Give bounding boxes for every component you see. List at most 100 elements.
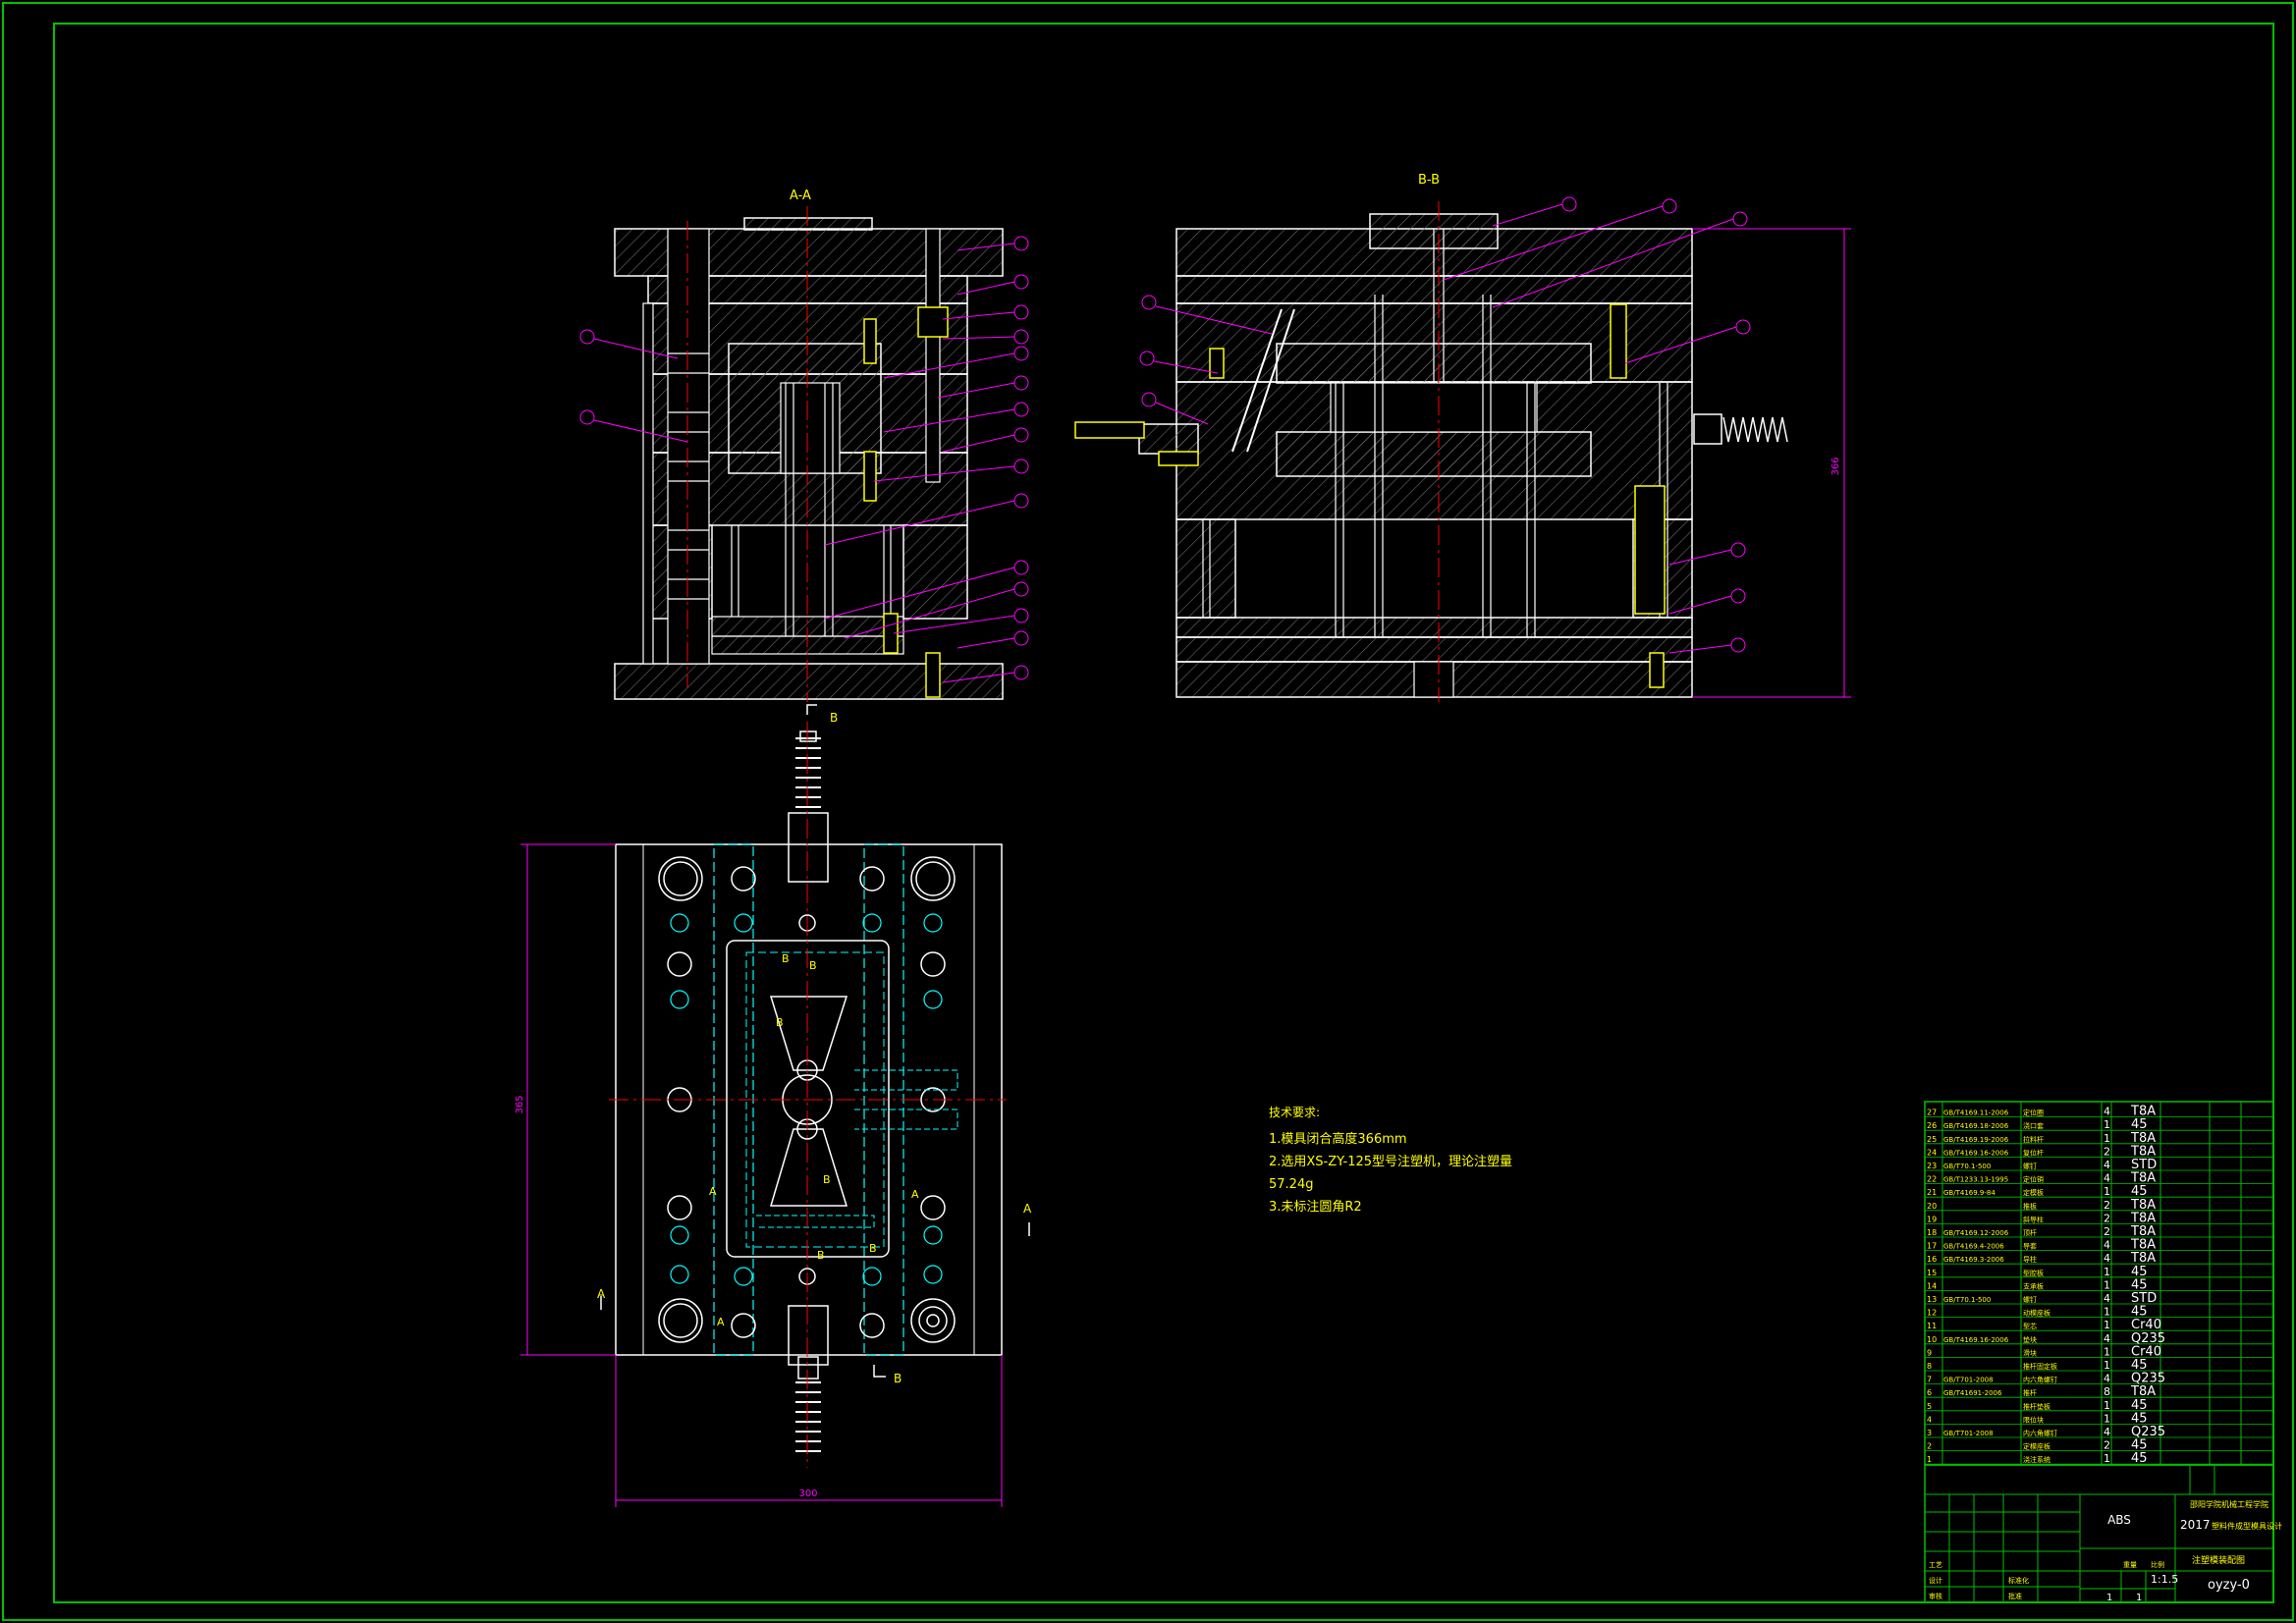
bom-cell-no: 17 xyxy=(1927,1242,1937,1251)
bom-cell-name: 支承板 xyxy=(2023,1281,2044,1290)
bom-cell-qty: 4 xyxy=(2104,1426,2110,1438)
tb-scale: 1:1.5 xyxy=(2151,1573,2178,1586)
bom-cell-name: 推杆垫板 xyxy=(2023,1402,2050,1411)
bom-cell-no: 3 xyxy=(1927,1429,1932,1437)
tb-school: 邵阳学院机械工程学院 xyxy=(2190,1499,2269,1509)
bom-cell-qty: 2 xyxy=(2104,1212,2110,1224)
tb-designer: 设计 xyxy=(1929,1576,1942,1585)
bom-cell-name: 内六角螺钉 xyxy=(2023,1429,2057,1437)
bom-cell-qty: 4 xyxy=(2104,1239,2110,1252)
bom-cell-std: GB/T70.1-500 xyxy=(1943,1163,1991,1170)
bom-cell-qty: 4 xyxy=(2104,1106,2110,1118)
tb-title: 塑料件成型模具设计 xyxy=(2212,1521,2282,1531)
bom-cell-qty: 2 xyxy=(2104,1199,2110,1212)
dim-width: 300 xyxy=(798,1488,817,1499)
bom-cell-qty: 1 xyxy=(2104,1118,2110,1131)
bom-cell-qty: 2 xyxy=(2104,1145,2110,1158)
dim-height-right: 366 xyxy=(1831,457,1841,475)
tb-material: ABS xyxy=(2107,1513,2131,1527)
tb-drawing-name: 注塑模装配图 xyxy=(2192,1554,2245,1566)
dim-height-left: 365 xyxy=(515,1095,525,1113)
bom-cell-no: 6 xyxy=(1927,1388,1932,1397)
bom-cell-std: GB/T4169.11-2006 xyxy=(1943,1109,2009,1117)
bom-cell-std: GB/T4169.16-2006 xyxy=(1943,1336,2009,1344)
bom-cell-no: 2 xyxy=(1927,1442,1932,1451)
bom-cell-name: 斜导柱 xyxy=(2023,1215,2044,1223)
bom-cell-name: 定模座板 xyxy=(2023,1442,2050,1451)
section-aa-view: A-A xyxy=(579,189,1029,702)
bom-cell-no: 11 xyxy=(1927,1322,1937,1330)
bom-cell-no: 7 xyxy=(1927,1376,1932,1384)
bom-cell-no: 18 xyxy=(1927,1228,1937,1237)
bom-cell-mat: T8A xyxy=(2130,1238,2156,1253)
section-aa-label: A-A xyxy=(790,189,811,203)
title-block: ABS 2017 邵阳学院机械工程学院 塑料件成型模具设计 注塑模装配图 1:1… xyxy=(1924,1464,2282,1603)
bom-cell-mat: T8A xyxy=(2130,1144,2156,1159)
bom-cell-qty: 1 xyxy=(2104,1452,2110,1465)
section-bb-label: B-B xyxy=(1418,173,1440,188)
bom-cell-name: 推杆 xyxy=(2023,1388,2037,1397)
bom-cell-no: 26 xyxy=(1927,1121,1937,1130)
bom-cell-mat: T8A xyxy=(2130,1198,2156,1213)
bom-cell-mat: Q235 xyxy=(2131,1372,2165,1386)
bom-cell-std: GB/T701-2008 xyxy=(1943,1377,1994,1384)
bom-cell-mat: T8A xyxy=(2130,1131,2156,1146)
cut-b-inner-6: B xyxy=(869,1242,877,1255)
bom-cell-mat: T8A xyxy=(2130,1224,2156,1239)
bom-cell-mat: Cr40 xyxy=(2131,1344,2161,1359)
bom-cell-mat: 45 xyxy=(2131,1277,2148,1292)
bom-cell-qty: 2 xyxy=(2104,1439,2110,1452)
bom-cell-mat: T8A xyxy=(2130,1105,2156,1119)
bom-cell-no: 20 xyxy=(1927,1202,1937,1211)
tb-standard: 标准化 xyxy=(2008,1576,2029,1585)
bom-cell-qty: 4 xyxy=(2104,1332,2110,1345)
bom-cell-name: 浇注系统 xyxy=(2023,1455,2050,1464)
bom-cell-name: 浇口套 xyxy=(2023,1121,2044,1130)
bom-cell-std: GB/T41691-2006 xyxy=(1943,1389,2002,1397)
bom-cell-name: 定模板 xyxy=(2023,1188,2044,1197)
bom-cell-no: 14 xyxy=(1927,1281,1937,1290)
bom-cell-name: 定位圈 xyxy=(2023,1109,2044,1117)
bom-cell-std: GB/T4169.9-84 xyxy=(1943,1189,1995,1197)
bom-cell-no: 9 xyxy=(1927,1348,1932,1357)
cut-b-bottom: B xyxy=(894,1372,902,1385)
technical-notes: 技术要求: 1.模具闭合高度366mm 2.选用XS-ZY-125型号注塑机，理… xyxy=(1269,1106,1512,1215)
bom-cell-mat: 45 xyxy=(2131,1451,2148,1466)
cut-a-plan-left: A xyxy=(717,1316,725,1328)
bom-cell-qty: 4 xyxy=(2104,1159,2110,1171)
bom-cell-qty: 4 xyxy=(2104,1292,2110,1305)
bom-cell-mat: 45 xyxy=(2131,1398,2148,1413)
bom-cell-std: GB/T701-2008 xyxy=(1943,1430,1994,1437)
tb-sheet: 1 xyxy=(2106,1593,2112,1603)
bom-cell-name: 推杆固定板 xyxy=(2023,1362,2057,1371)
bom-cell-std: GB/T4169.12-2006 xyxy=(1943,1229,2009,1237)
bom-cell-qty: 1 xyxy=(2104,1278,2110,1291)
bom-cell-name: 垫块 xyxy=(2023,1335,2037,1344)
cut-b-inner-2: B xyxy=(809,959,817,972)
bom-cell-no: 8 xyxy=(1927,1362,1932,1371)
bom-cell-no: 1 xyxy=(1927,1455,1932,1464)
bom-cell-no: 5 xyxy=(1927,1402,1932,1411)
bottom-clamp-plate xyxy=(614,663,1004,700)
cut-a-mid-right: A xyxy=(911,1188,919,1201)
bom-cell-mat: 45 xyxy=(2131,1438,2148,1453)
bom-cell-name: 内六角螺钉 xyxy=(2023,1376,2057,1384)
bom-cell-name: 型腔板 xyxy=(2023,1269,2044,1277)
bom-cell-mat: 45 xyxy=(2131,1305,2148,1320)
bom-cell-qty: 1 xyxy=(2104,1345,2110,1358)
cut-b-inner-3: B xyxy=(776,1016,784,1029)
bom-cell-name: 螺钉 xyxy=(2023,1162,2037,1170)
bom-cell-std: GB/T4169.18-2006 xyxy=(1943,1122,2009,1130)
bom-cell-name: 复位杆 xyxy=(2023,1148,2044,1157)
bom-cell-name: 导套 xyxy=(2023,1242,2037,1251)
bom-cell-name: 拉料杆 xyxy=(2023,1135,2044,1144)
bom-cell-name: 定位销 xyxy=(2023,1175,2044,1184)
notes-line-2b: 57.24g xyxy=(1269,1177,1313,1192)
cut-b-inner-5: B xyxy=(817,1249,825,1262)
bom-cell-qty: 1 xyxy=(2104,1412,2110,1425)
notes-line-2: 2.选用XS-ZY-125型号注塑机，理论注塑量 xyxy=(1269,1155,1512,1169)
bom-cell-std: GB/T70.1-500 xyxy=(1943,1296,1991,1304)
bom-cell-qty: 1 xyxy=(2104,1399,2110,1412)
